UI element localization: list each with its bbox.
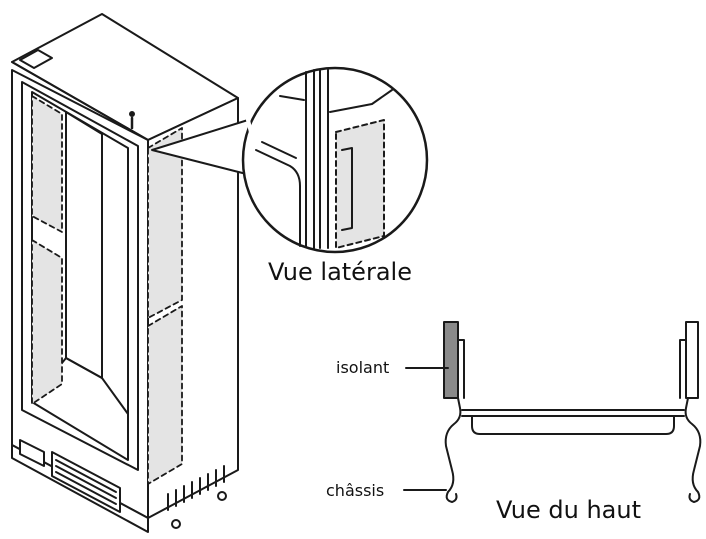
chassis-label: châssis	[326, 481, 385, 500]
side-view-label: Vue latérale	[268, 258, 412, 286]
side-view-callout	[151, 66, 429, 254]
top-view-label: Vue du haut	[496, 496, 642, 524]
top-view-section	[443, 321, 702, 503]
insulation-label: isolant	[336, 358, 390, 377]
base-grille	[11, 439, 227, 533]
leader-lines	[403, 367, 449, 491]
cabinet-interior	[31, 111, 129, 415]
insulation-panels	[31, 95, 183, 485]
